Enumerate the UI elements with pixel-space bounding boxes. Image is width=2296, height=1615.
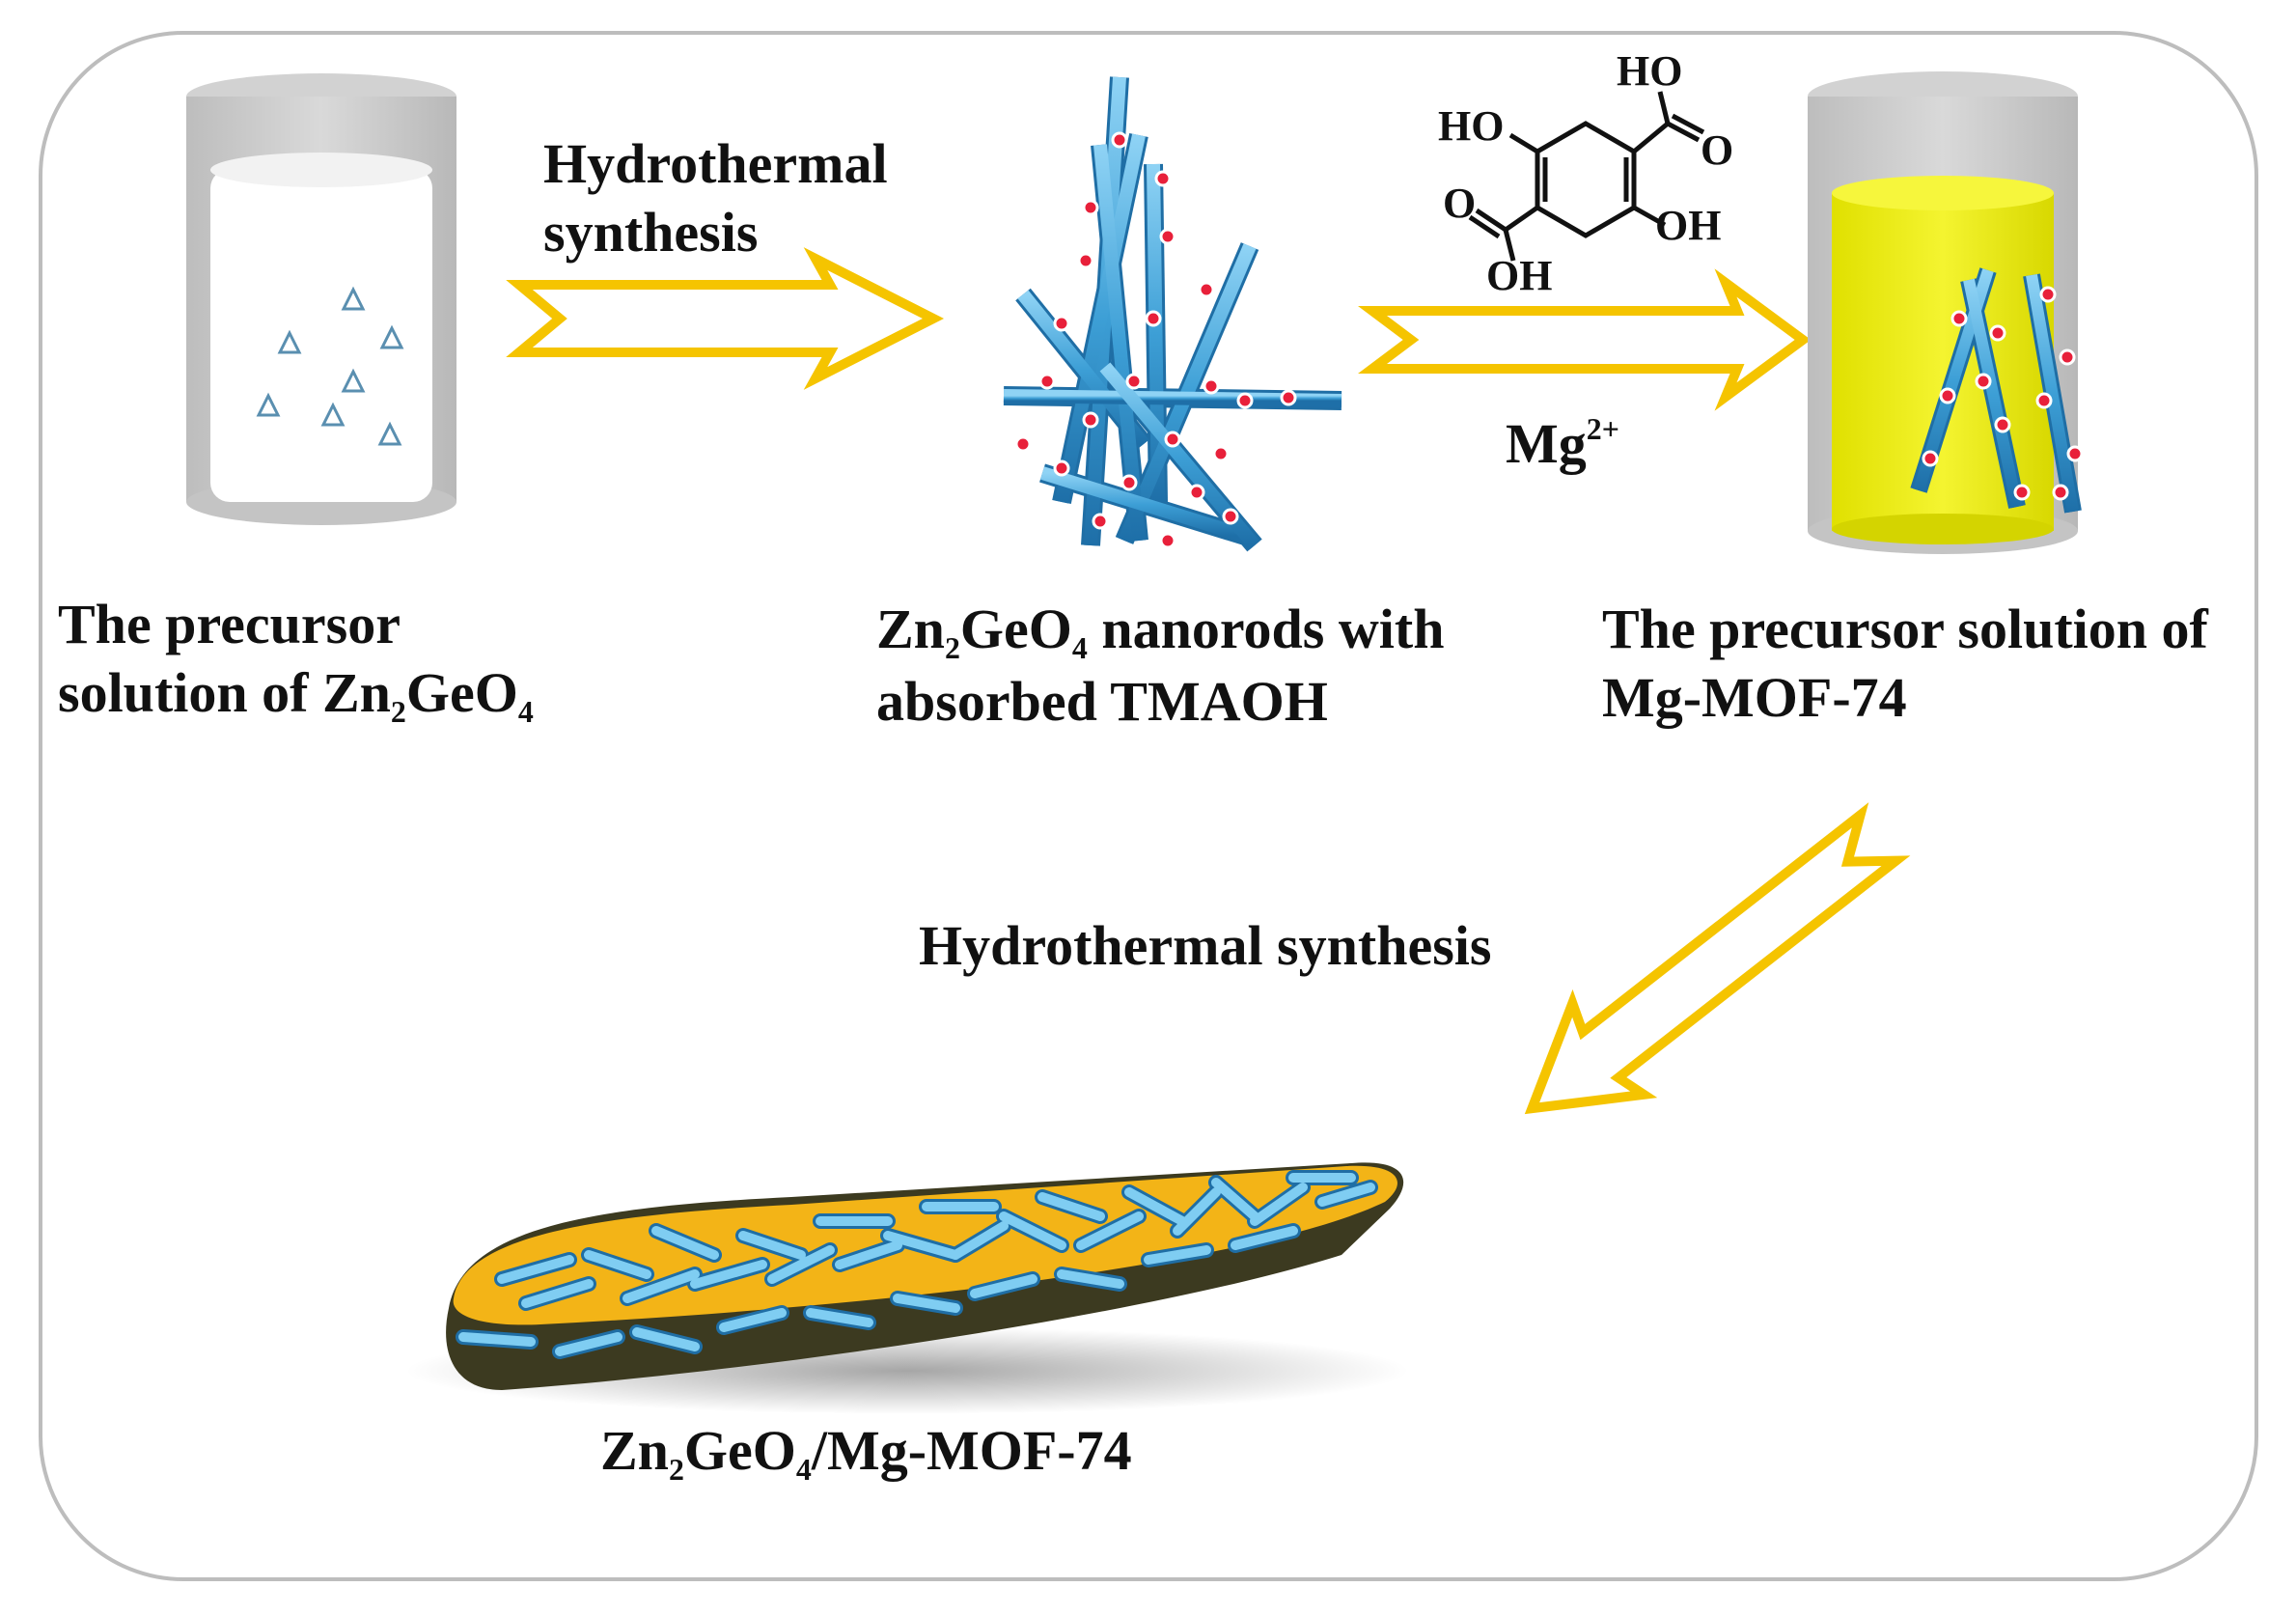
product-label: Zn2GeO4/Mg-MOF-74 (600, 1419, 1132, 1488)
mg-ion-label: Mg2+ (1506, 412, 1619, 475)
step1-label-line1: The precursor (58, 593, 401, 655)
step3-label-line2: Mg-MOF-74 (1602, 665, 1907, 729)
arrow1-label: Hydrothermal synthesis (543, 132, 888, 264)
step3-label: The precursor solution of Mg-MOF-74 (1602, 596, 2208, 733)
diagram-frame (39, 31, 2258, 1581)
arrow-linker-addition (1358, 268, 1812, 411)
beaker-mgmof74-precursor (1808, 71, 2084, 554)
linker-molecule: HO O HO OH O OH (1438, 47, 1733, 299)
beaker-zn2geo4-precursor (186, 73, 456, 525)
nanorods-cluster (1003, 76, 1342, 552)
step2-label-line1: Zn2GeO4 nanorods with (876, 598, 1445, 666)
step1-label-line2: solution of Zn2GeO4 (58, 660, 534, 729)
arrow3-label: Hydrothermal synthesis (919, 914, 1492, 977)
molecule-label-o-right: O (1701, 126, 1733, 174)
step1-label: The precursor solution of Zn2GeO4 (58, 591, 534, 732)
molecule-label-oh-right: OH (1655, 202, 1721, 249)
beaker-nanorods (1910, 267, 2084, 514)
step2-label-line2: absorbed TMAOH (876, 670, 1328, 734)
step3-label-line1: The precursor solution of (1602, 598, 2208, 660)
precursor-particles (256, 286, 404, 446)
tmaoh-dots (1014, 131, 1297, 549)
step2-label: Zn2GeO4 nanorods with absorbed TMAOH (876, 596, 1444, 737)
molecule-label-ho-left: HO (1438, 102, 1504, 150)
product-plate (405, 1162, 1409, 1414)
arrow-hydrothermal-2 (1524, 802, 1911, 1115)
plate-nanorods (456, 1170, 1378, 1359)
arrow-hydrothermal-1 (506, 247, 945, 390)
molecule-label-oh-bottom: OH (1486, 252, 1552, 299)
molecule-label-ho-top: HO (1617, 47, 1682, 95)
molecule-label-o-left: O (1443, 180, 1476, 227)
